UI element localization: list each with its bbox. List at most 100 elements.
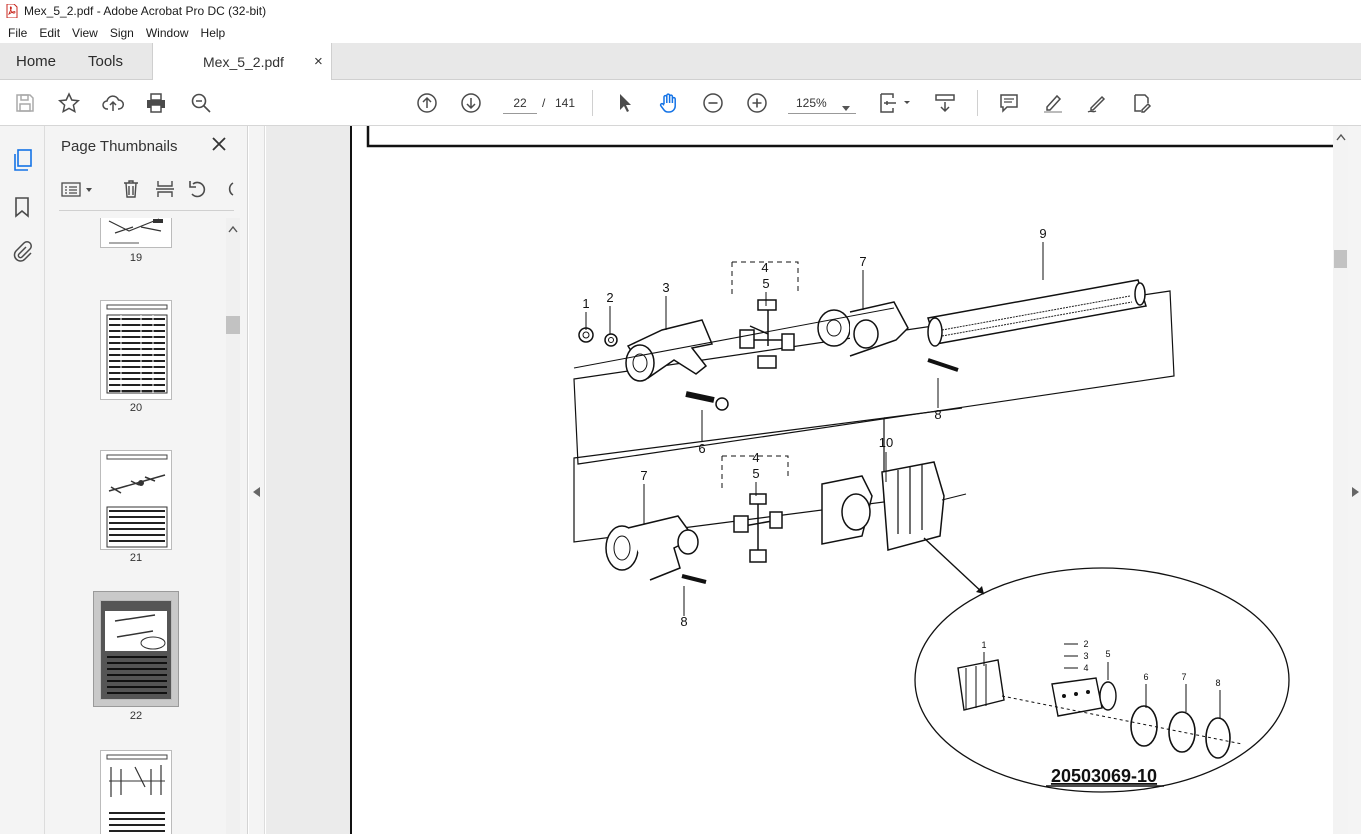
detail-callout: 4: [1083, 663, 1088, 673]
document-scrollbar[interactable]: [1333, 126, 1348, 834]
detail-callout: 1: [981, 640, 986, 650]
page-total: 141: [555, 96, 576, 110]
pdf-page: 1 2 3 4 5 7 9 8 6 10 7 4 5 8 1 2 3 4: [350, 126, 1342, 834]
tab-bar: Home Tools Mex_5_2.pdf ×: [0, 43, 1361, 80]
panel-divider: [59, 210, 234, 211]
page-separator: /: [542, 96, 546, 110]
panel-collapse-bar[interactable]: [249, 126, 265, 834]
collapse-left-icon[interactable]: [253, 486, 261, 500]
tab-close-icon[interactable]: ×: [314, 53, 323, 70]
page-number-input[interactable]: [503, 92, 537, 114]
part-number: 20503069-10: [1051, 766, 1157, 786]
delete-page-icon[interactable]: [121, 179, 141, 202]
window-titlebar: Mex_5_2.pdf - Adobe Acrobat Pro DC (32-b…: [0, 0, 1361, 22]
previous-page-icon[interactable]: [414, 90, 440, 116]
detail-callout: 5: [1105, 649, 1110, 659]
star-icon[interactable]: [56, 90, 82, 116]
scroll-thumb[interactable]: [1334, 250, 1347, 268]
thumbnail-label: 19: [129, 252, 143, 264]
menu-file[interactable]: File: [8, 25, 28, 40]
upload-icon[interactable]: [100, 90, 126, 116]
save-icon[interactable]: [12, 90, 38, 116]
callout-label: 7: [640, 468, 647, 483]
menu-help[interactable]: Help: [200, 25, 226, 40]
menu-bar: File Edit View Sign Window Help: [0, 22, 1361, 43]
thumbnail-page-current[interactable]: [100, 600, 172, 700]
expand-right-icon[interactable]: [1352, 486, 1360, 500]
highlight-pen-icon[interactable]: [1040, 90, 1066, 116]
comment-icon[interactable]: [996, 90, 1022, 116]
callout-label: 6: [698, 441, 705, 456]
scroll-mode-icon[interactable]: [932, 90, 958, 116]
zoom-level-value: 125%: [796, 95, 827, 110]
thumbnail-list: 19 20 21 22: [45, 218, 225, 834]
toolbar: / 141: [0, 80, 1361, 126]
detail-callout: 8: [1215, 678, 1220, 688]
next-page-icon[interactable]: [458, 90, 484, 116]
callout-label: 4: [761, 260, 768, 275]
tab-document-label: Mex_5_2.pdf: [203, 53, 284, 70]
detail-callout: 3: [1083, 651, 1088, 661]
left-rail: [0, 126, 45, 834]
callout-label: 8: [934, 407, 941, 422]
detail-callout: 6: [1143, 672, 1148, 682]
tab-tools[interactable]: Tools: [88, 53, 124, 70]
insert-page-icon[interactable]: [155, 179, 175, 202]
thumbnail-label: 21: [129, 552, 143, 564]
callout-label: 5: [752, 466, 759, 481]
callout-label: 3: [662, 280, 669, 295]
print-icon[interactable]: [143, 90, 169, 116]
callout-label: 4: [752, 450, 759, 465]
select-cursor-icon[interactable]: [612, 90, 638, 116]
callout-label: 10: [879, 435, 893, 450]
hand-tool-icon[interactable]: [656, 90, 682, 116]
thumbnail-page[interactable]: [100, 218, 172, 248]
page-fit-icon[interactable]: [877, 90, 913, 116]
toolbar-divider: [977, 90, 978, 116]
tab-document[interactable]: Mex_5_2.pdf ×: [152, 43, 332, 80]
thumbnail-page[interactable]: [100, 300, 172, 400]
zoom-search-icon[interactable]: [188, 90, 214, 116]
draw-sign-icon[interactable]: [1084, 90, 1110, 116]
rotate-ccw-icon[interactable]: [188, 179, 208, 202]
thumbnail-label: 20: [129, 402, 143, 414]
chevron-down-icon: [842, 100, 850, 114]
attachment-icon[interactable]: [12, 240, 32, 265]
scroll-up-icon[interactable]: [1336, 130, 1346, 144]
callout-label: 9: [1039, 226, 1046, 241]
menu-window[interactable]: Window: [145, 25, 189, 40]
thumbnail-page[interactable]: [100, 750, 172, 834]
document-view: 1 2 3 4 5 7 9 8 6 10 7 4 5 8 1 2 3 4: [266, 126, 1347, 834]
menu-sign[interactable]: Sign: [109, 25, 134, 40]
tab-home[interactable]: Home: [16, 53, 57, 70]
thumbnail-scrollbar[interactable]: [226, 218, 240, 834]
menu-view[interactable]: View: [72, 25, 98, 40]
edit-pdf-icon[interactable]: [1128, 90, 1154, 116]
rotate-cw-icon[interactable]: [221, 179, 235, 202]
scroll-up-icon[interactable]: [228, 222, 238, 236]
page-thumbnails-icon[interactable]: [12, 148, 34, 175]
zoom-out-icon[interactable]: [700, 90, 726, 116]
right-pane-toggle[interactable]: [1348, 126, 1361, 834]
callout-label: 5: [762, 276, 769, 291]
scroll-thumb[interactable]: [226, 316, 240, 334]
bookmark-icon[interactable]: [13, 196, 31, 221]
thumbnail-page[interactable]: [100, 450, 172, 550]
thumbnail-label: 22: [129, 710, 143, 722]
callout-label: 8: [680, 614, 687, 629]
toolbar-divider: [592, 90, 593, 116]
exploded-parts-drawing: 1 2 3 4 5 7 9 8 6 10 7 4 5 8 1 2 3 4: [366, 126, 1335, 793]
window-title: Mex_5_2.pdf - Adobe Acrobat Pro DC (32-b…: [24, 4, 267, 18]
zoom-level-dropdown[interactable]: 125%: [788, 92, 856, 114]
callout-label: 1: [582, 296, 589, 311]
detail-callout: 2: [1083, 639, 1088, 649]
menu-edit[interactable]: Edit: [39, 25, 61, 40]
callout-label: 2: [606, 290, 613, 305]
callout-label: 7: [859, 254, 866, 269]
acrobat-icon: [6, 3, 18, 19]
panel-title: Page Thumbnails: [61, 138, 178, 155]
thumbnail-options-icon[interactable]: [61, 182, 95, 201]
close-panel-icon[interactable]: [211, 136, 227, 155]
detail-callout: 7: [1181, 672, 1186, 682]
zoom-in-icon[interactable]: [744, 90, 770, 116]
